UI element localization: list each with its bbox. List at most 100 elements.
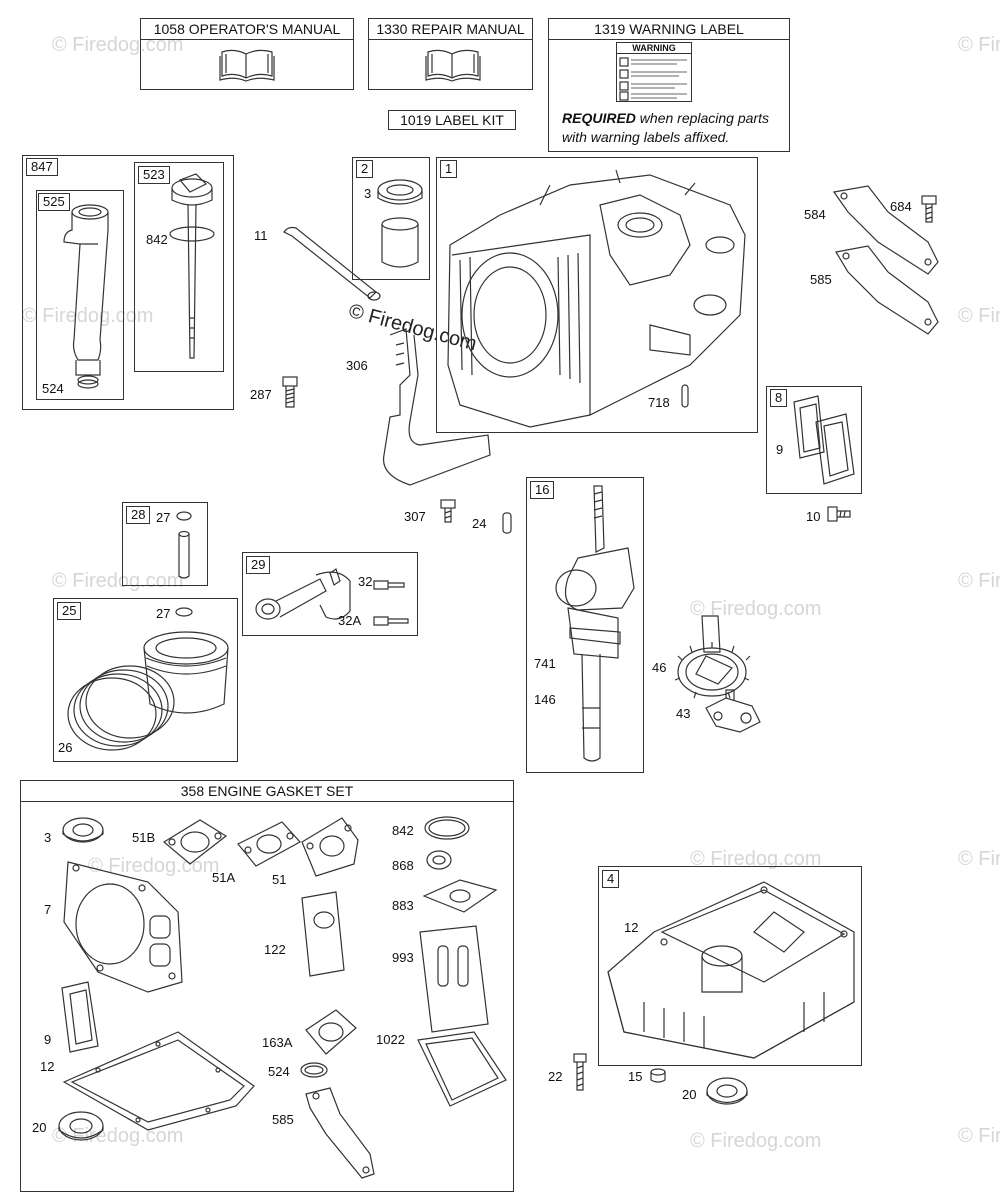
oil-seal-drawing <box>62 817 104 843</box>
callout-3: 3 <box>364 186 372 201</box>
cylinder-block-drawing <box>447 169 746 428</box>
oil-seal-drawing <box>58 1111 104 1141</box>
callout-46: 46 <box>652 660 667 675</box>
callout-163a: 163A <box>262 1035 293 1050</box>
watermark: © Firedog.com <box>690 598 822 620</box>
watermark: © Firedog.com <box>958 34 1000 56</box>
warning-sticker-title: WARNING <box>617 43 691 54</box>
watermark: © Firedog.com <box>958 1125 1000 1147</box>
group-29-box <box>242 552 418 636</box>
group-16-box <box>526 477 644 773</box>
tag-8: 8 <box>770 389 788 407</box>
screw-307-drawing <box>440 499 456 523</box>
dipstick-tube-drawing <box>63 204 109 389</box>
callout-1022: 1022 <box>376 1032 405 1047</box>
group-847-box <box>22 155 234 410</box>
gasket-1022-drawing <box>417 1031 507 1107</box>
crankshaft-drawing <box>555 485 635 762</box>
callout-12: 12 <box>624 920 639 935</box>
warning-required-text: REQUIRED when replacing parts with warni… <box>562 109 788 147</box>
watermark: © Firedog.com <box>958 848 1000 870</box>
group-525-box <box>36 190 124 400</box>
callout-43: 43 <box>676 706 691 721</box>
watermark: © Firedog.com <box>958 570 1000 592</box>
warning-label-title: 1319 WARNING LABEL <box>548 18 790 40</box>
tag-16: 16 <box>530 481 555 499</box>
gasket-585-drawing <box>305 1087 375 1179</box>
callout-12: 12 <box>40 1059 55 1074</box>
callout-32a: 32A <box>338 613 362 628</box>
callout-524: 524 <box>268 1064 290 1079</box>
breather-cover-drawing <box>793 395 855 485</box>
callout-7: 7 <box>44 902 52 917</box>
group-2-box <box>352 157 430 280</box>
ring-842-drawing <box>424 816 470 840</box>
bolt-287-drawing <box>282 376 298 408</box>
watermark: © Firedog.com <box>52 1125 184 1147</box>
group-1-box <box>436 157 758 433</box>
tag-523: 523 <box>138 166 170 184</box>
callout-24: 24 <box>472 516 487 531</box>
callout-11: 11 <box>254 228 268 243</box>
required-rest: when replacing parts <box>635 110 769 126</box>
callout-287: 287 <box>250 387 272 402</box>
tag-25: 25 <box>57 602 82 620</box>
sump-drawing <box>607 881 855 1059</box>
air-guide-drawing <box>382 328 491 486</box>
gasket-993-drawing <box>419 925 489 1033</box>
sleeve-drawing <box>377 179 423 268</box>
plug-15-drawing <box>650 1068 666 1083</box>
gasket-163a-drawing <box>305 1009 357 1055</box>
dipstick-drawing <box>169 173 215 359</box>
tag-2: 2 <box>356 160 374 178</box>
tag-525: 525 <box>38 193 70 211</box>
callout-10: 10 <box>806 509 821 524</box>
book-icon <box>425 49 481 82</box>
callout-585: 585 <box>810 272 832 287</box>
callout-32: 32 <box>358 574 373 589</box>
gasket-51b-drawing <box>162 819 228 865</box>
callout-122: 122 <box>264 942 286 957</box>
camshaft-gear-drawing <box>674 615 751 699</box>
group-4-box <box>598 866 862 1066</box>
callout-51b: 51B <box>132 830 156 845</box>
callout-718: 718 <box>648 395 670 410</box>
ring-524-drawing <box>300 1062 328 1078</box>
required-line2: with warning labels affixed. <box>562 129 730 145</box>
callout-51: 51 <box>272 872 287 887</box>
callout-3: 3 <box>44 830 52 845</box>
gasket-122-drawing <box>301 891 345 977</box>
breather-tube-drawing <box>283 226 381 301</box>
governor-drawing <box>705 689 761 733</box>
callout-27: 27 <box>156 510 171 525</box>
dowel-24-drawing <box>502 512 512 534</box>
callout-306: 306 <box>346 358 368 373</box>
callout-993: 993 <box>392 950 414 965</box>
group-8-box <box>766 386 862 494</box>
watermark: © Firedog.com <box>958 305 1000 327</box>
operators-manual-title: 1058 OPERATOR'S MANUAL <box>140 18 354 40</box>
callout-307: 307 <box>404 509 426 524</box>
watermark: © Firedog.com <box>690 1130 822 1152</box>
gasket-883-drawing <box>422 879 498 913</box>
head-gasket-drawing <box>63 861 183 993</box>
connecting-rod-drawing <box>255 568 409 626</box>
repair-manual-title: 1330 REPAIR MANUAL <box>368 18 533 40</box>
tag-28: 28 <box>126 506 151 524</box>
piston-pin-drawing <box>176 511 192 579</box>
sump-gasket-drawing <box>62 1031 255 1131</box>
oil-seal-20-drawing <box>706 1077 748 1105</box>
callout-524: 524 <box>42 381 64 396</box>
group-28-box <box>122 502 208 586</box>
callout-842: 842 <box>146 232 168 247</box>
engine-gasket-set-title: 358 ENGINE GASKET SET <box>20 780 514 802</box>
bolt-22-drawing <box>573 1053 587 1091</box>
gasket-51-drawing <box>301 817 359 877</box>
gasket-51a-drawing <box>237 821 301 867</box>
callout-26: 26 <box>58 740 73 755</box>
piston-drawing <box>67 607 229 751</box>
book-icon <box>219 49 275 82</box>
seal-868-drawing <box>426 850 452 870</box>
callout-584: 584 <box>804 207 826 222</box>
tag-29: 29 <box>246 556 271 574</box>
